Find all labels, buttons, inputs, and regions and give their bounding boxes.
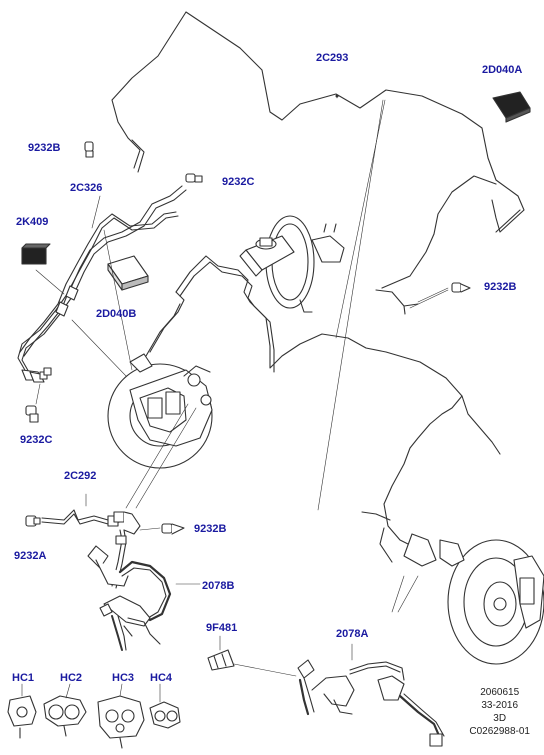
callout-hc1[interactable]: HC1 (12, 672, 35, 684)
callout-9232b-upper[interactable]: 9232B (28, 142, 61, 154)
callout-9232b-right[interactable]: 9232B (484, 281, 517, 293)
callout-9232c-upper[interactable]: 9232C (222, 176, 255, 188)
drawing-date-code: 33-2016 (481, 700, 519, 711)
callout-2d040b[interactable]: 2D040B (96, 308, 137, 320)
front-left-brake-assembly (107, 363, 213, 469)
drawing-view-code: 3D (493, 713, 507, 724)
hose-clip-hc3 (97, 695, 145, 749)
callout-9f481[interactable]: 9F481 (206, 622, 238, 634)
brake-booster-master-cylinder (239, 215, 345, 313)
callout-hc2[interactable]: HC2 (60, 672, 83, 684)
connector-9232b-lower (161, 523, 185, 535)
callout-2c293[interactable]: 2C293 (316, 52, 349, 64)
pipe-bundle-2c326 (17, 185, 187, 383)
hose-clip-hc1 (7, 695, 37, 739)
hose-bracket-2078a (297, 659, 445, 747)
hose-clip-hc4 (149, 701, 181, 729)
hose-clip-hc2 (43, 695, 87, 737)
callout-2c292[interactable]: 2C292 (64, 470, 97, 482)
callout-9232a[interactable]: 9232A (14, 550, 47, 562)
callout-9232c-lower[interactable]: 9232C (20, 434, 53, 446)
callout-2k409[interactable]: 2K409 (16, 216, 49, 228)
hose-bracket-2078b (87, 545, 172, 651)
drawing-catalog-id: C0262988-01 (469, 726, 530, 737)
block-2d040b (107, 255, 149, 291)
callout-2078b[interactable]: 2078B (202, 580, 235, 592)
drawing-reference-block: 2060615 33-2016 3D C0262988-01 (469, 686, 530, 738)
block-2d040a (492, 91, 531, 123)
callout-2d040a[interactable]: 2D040A (482, 64, 523, 76)
callout-2078a[interactable]: 2078A (336, 628, 369, 640)
front-right-brake-assembly (403, 533, 544, 665)
brake-pipe-2c293 (111, 11, 525, 233)
connector-9232b-upper (84, 141, 94, 158)
connector-9232c-lower (25, 405, 39, 423)
clip-9f481 (207, 649, 235, 671)
callout-2c326[interactable]: 2C326 (70, 182, 103, 194)
callout-9232b-lower[interactable]: 9232B (194, 523, 227, 535)
connector-9232a (25, 515, 41, 527)
connector-9232b-right (451, 282, 471, 293)
drawing-number: 2060615 (480, 687, 520, 698)
clip-2k409 (21, 243, 51, 265)
callout-hc3[interactable]: HC3 (112, 672, 135, 684)
connector-9232c-upper (185, 173, 203, 183)
callout-hc4[interactable]: HC4 (150, 672, 173, 684)
